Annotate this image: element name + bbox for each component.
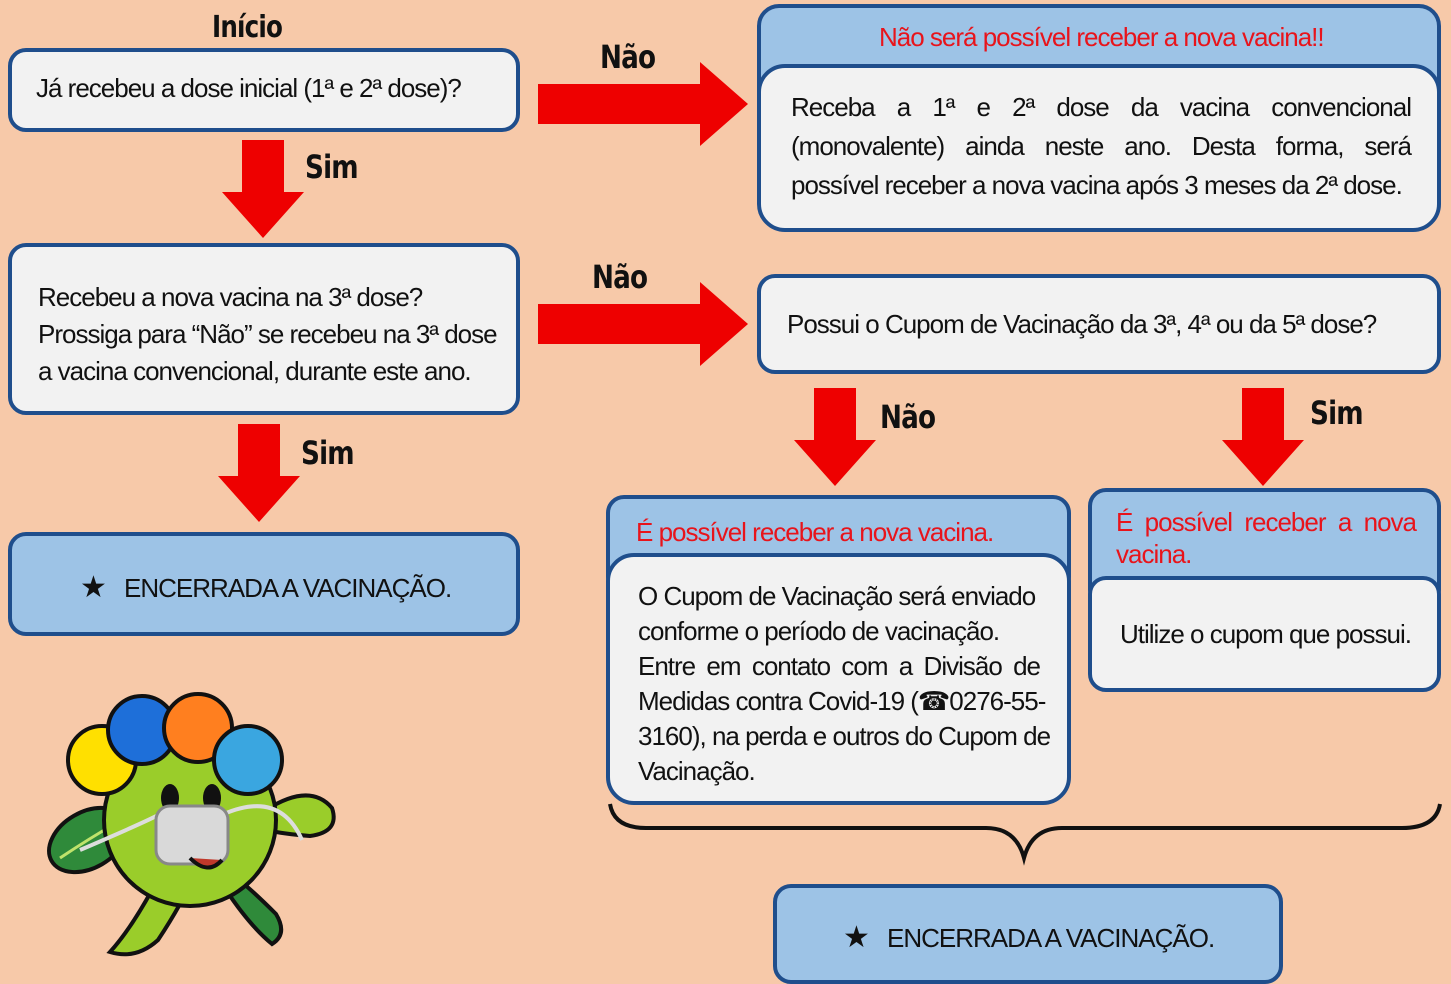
end-vaccination-text-left: ENCERRADA A VACINAÇÃO. — [124, 573, 452, 603]
mascot-character-icon — [47, 692, 336, 957]
has-coupon-header: É possível receber a nova vacina. — [1116, 507, 1417, 569]
star-icon: ★ — [843, 920, 870, 955]
has-coupon-body: Utilize o cupom que possui. — [1120, 619, 1412, 649]
start-label: Início — [212, 10, 283, 45]
star-icon: ★ — [80, 570, 107, 605]
label-yes-3: Sim — [1310, 394, 1364, 432]
question-initial-dose-box: Já recebeu a dose inicial (1ª e 2ª dose)… — [8, 48, 520, 132]
no-coupon-header: É possível receber a nova vacina. — [636, 517, 994, 547]
arrow-down-yes-1 — [222, 140, 304, 238]
no-coupon-body-line-3: Entre em contato com a Divisão de — [638, 651, 1041, 681]
arrow-right-no-1 — [538, 62, 748, 146]
has-coupon-body-box: Utilize o cupom que possui. — [1088, 576, 1441, 692]
question-coupon-text: Possui o Cupom de Vacinação da 3ª, 4ª ou… — [787, 309, 1377, 339]
arrow-right-no-2 — [538, 282, 748, 366]
no-coupon-body-line-5: 3160), na perda e outros do Cupom de — [638, 721, 1051, 751]
no-coupon-body-box: O Cupom de Vacinação será enviado confor… — [606, 553, 1071, 805]
end-vaccination-box-right: ★ ENCERRADA A VACINAÇÃO. — [773, 884, 1283, 984]
label-yes-2: Sim — [301, 434, 355, 472]
label-no-2: Não — [592, 258, 648, 296]
arrow-down-yes-3 — [1222, 388, 1304, 486]
label-no-1: Não — [600, 38, 656, 76]
question-new-vaccine-line-3: a vacina convencional, durante este ano. — [38, 356, 472, 386]
label-no-3: Não — [880, 398, 936, 436]
end-vaccination-text-right: ENCERRADA A VACINAÇÃO. — [887, 923, 1215, 953]
question-coupon-box: Possui o Cupom de Vacinação da 3ª, 4ª ou… — [757, 274, 1441, 374]
no-coupon-body-line-6: Vacinação. — [638, 756, 756, 786]
no-coupon-body-line-4: Medidas contra Covid-19 (☎0276-55- — [638, 686, 1046, 716]
arrow-down-yes-2 — [218, 424, 300, 522]
no-initial-dose-header: Não será possível receber a nova vacina!… — [879, 22, 1325, 52]
question-new-vaccine-box: Recebeu a nova vacina na 3ª dose? Prossi… — [8, 243, 520, 415]
arrow-down-no-3 — [794, 388, 876, 486]
curly-brace — [608, 803, 1442, 866]
question-new-vaccine-line-2: Prossiga para “Não” se recebeu na 3ª dos… — [38, 319, 498, 349]
question-initial-dose-text: Já recebeu a dose inicial (1ª e 2ª dose)… — [36, 73, 462, 103]
no-initial-dose-body: Receba a 1ª e 2ª dose da vacina convenci… — [791, 92, 1412, 200]
label-yes-1: Sim — [305, 148, 359, 186]
no-initial-dose-body-box: Receba a 1ª e 2ª dose da vacina convenci… — [757, 64, 1441, 232]
end-vaccination-box-left: ★ ENCERRADA A VACINAÇÃO. — [8, 532, 520, 636]
no-coupon-body-line-2: conforme o período de vacinação. — [638, 616, 1000, 646]
question-new-vaccine-line-1: Recebeu a nova vacina na 3ª dose? — [38, 282, 423, 312]
no-coupon-body-line-1: O Cupom de Vacinação será enviado — [638, 581, 1036, 611]
